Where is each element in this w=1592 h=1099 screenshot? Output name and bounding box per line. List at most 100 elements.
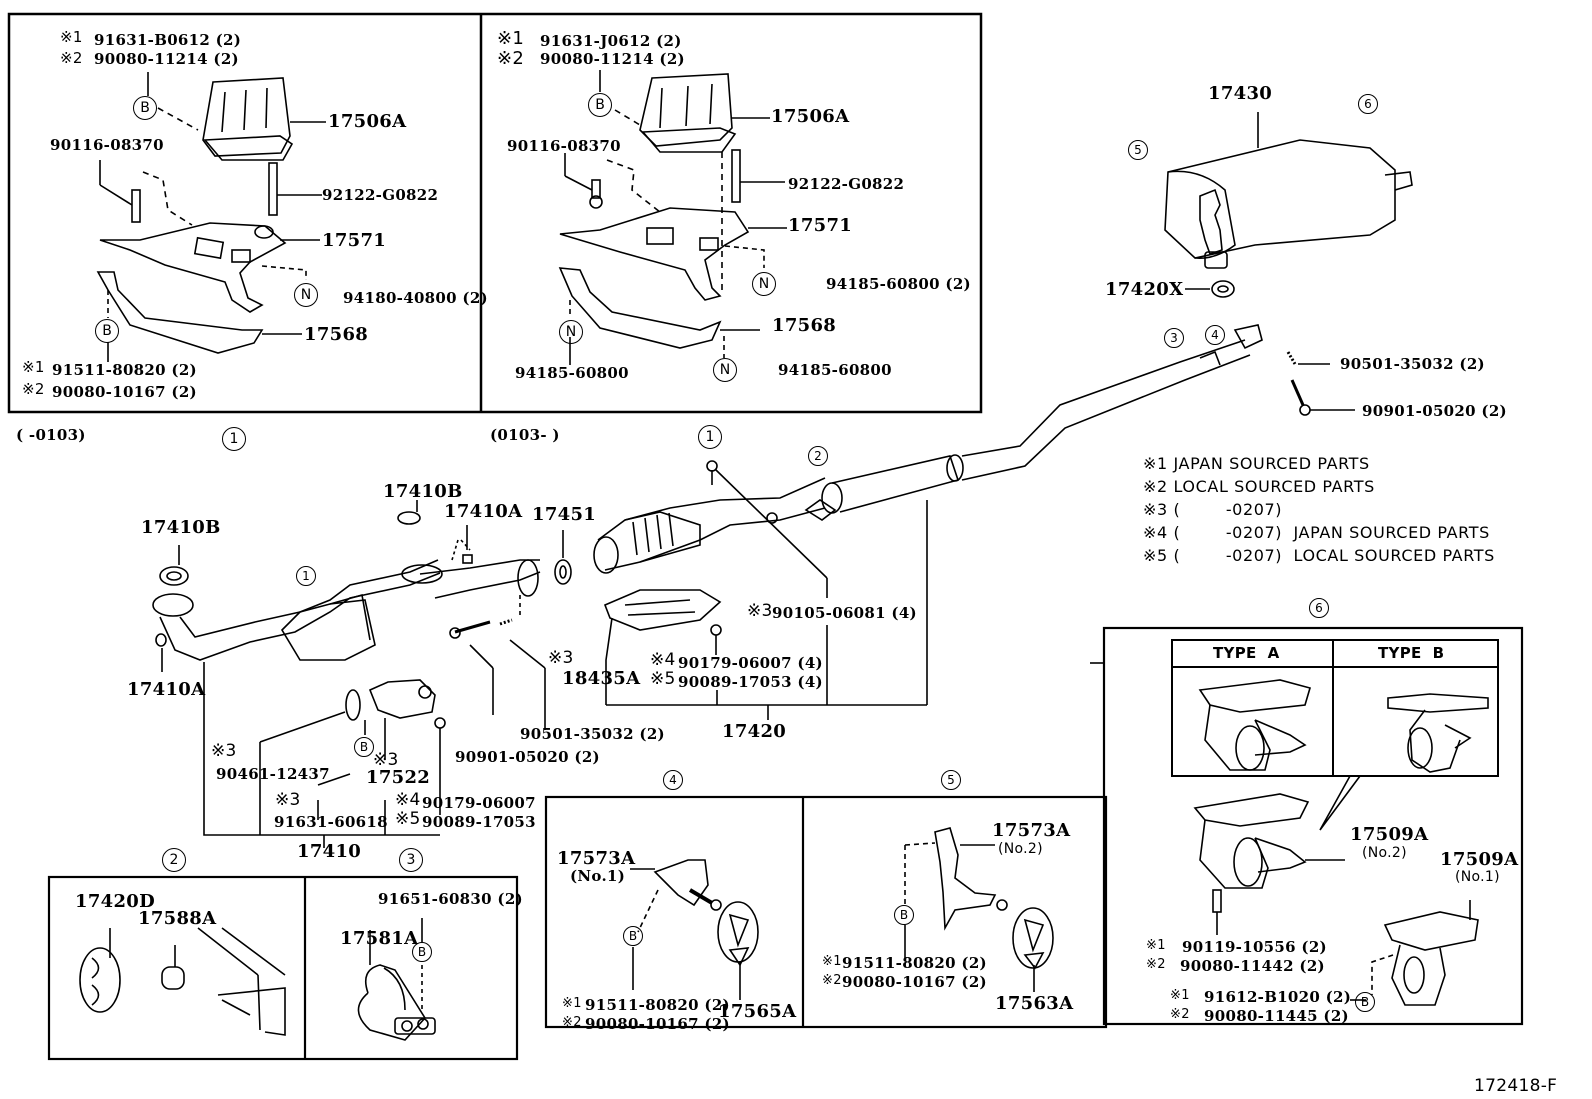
ref-mark-b: B [894, 905, 914, 925]
ref-mark-b: B [588, 93, 612, 117]
note-mark: ※3 [747, 601, 773, 621]
part-number-label[interactable]: 94185-60800 [515, 364, 629, 382]
part-number-label[interactable]: 90080-10167 (2) [842, 973, 987, 991]
part-number-label[interactable]: 90089-17053 [422, 813, 536, 831]
part-number-label[interactable]: 90080-11214 (2) [94, 50, 239, 68]
callout-1: 1 [222, 427, 246, 451]
part-sub-label: (No.2) [998, 841, 1043, 857]
part-number-label[interactable]: 92122-G0822 [322, 186, 439, 204]
part-number-label[interactable]: 90461-12437 [216, 765, 330, 783]
callout-4: 4 [663, 770, 683, 790]
front-exhaust-pipe [152, 500, 572, 672]
part-sub-label: (No.1) [570, 867, 626, 885]
type-a-header: TYPE A [1213, 644, 1280, 662]
part-number-label[interactable]: 17571 [322, 230, 387, 251]
part-number-label[interactable]: 17573A [557, 848, 636, 869]
part-number-label[interactable]: 90116-08370 [50, 136, 164, 154]
note-mark: ※2 [497, 48, 525, 69]
part-number-label[interactable]: 17565A [718, 1001, 797, 1022]
part-number-label[interactable]: 90080-11214 (2) [540, 50, 685, 68]
part-number-label[interactable]: 90080-11442 (2) [1180, 957, 1325, 975]
part-number-label[interactable]: 17420X [1105, 279, 1184, 300]
callout-6: 6 [1309, 598, 1329, 618]
part-number-label[interactable]: 17410B [383, 481, 463, 502]
date-range-left: ( -0103) [16, 426, 86, 444]
part-number-label[interactable]: 90501-35032 (2) [1340, 355, 1485, 373]
part-number-label[interactable]: 17506A [771, 106, 850, 127]
part-number-label[interactable]: 94180-40800 (2) [343, 289, 488, 307]
part-number-label[interactable]: 91612-B1020 (2) [1204, 988, 1352, 1006]
ref-mark-n: N [713, 358, 737, 382]
type-table [1171, 639, 1499, 777]
bracket-right [559, 152, 787, 301]
callout-1: 1 [698, 425, 722, 449]
part-number-label[interactable]: 17410 [297, 841, 362, 862]
part-number-label[interactable]: 17509A [1440, 849, 1519, 870]
heat-insulator-right [599, 70, 770, 153]
type-b-header: TYPE B [1378, 644, 1445, 662]
mount-17509A-no2 [1193, 793, 1345, 935]
note-1: ※1 JAPAN SOURCED PARTS [1143, 454, 1370, 473]
part-number-label[interactable]: 17410B [141, 517, 221, 538]
note-mark: ※2 [1146, 957, 1166, 972]
part-number-label[interactable]: 17410A [444, 501, 523, 522]
part-number-label[interactable]: 17506A [328, 111, 407, 132]
note-mark: ※2 [562, 1015, 582, 1030]
part-number-label[interactable]: 17509A [1350, 824, 1429, 845]
note-5: ※5 ( -0207) LOCAL SOURCED PARTS [1143, 546, 1495, 565]
part-number-label[interactable]: 90179-06007 [422, 794, 536, 812]
part-number-label[interactable]: 91511-80820 (2) [842, 954, 987, 972]
front-pipe-fasteners [203, 595, 546, 848]
part-number-label[interactable]: 17563A [995, 993, 1074, 1014]
bracket-17573A-no1 [630, 859, 759, 1000]
part-number-label[interactable]: 17581A [340, 928, 419, 949]
part-number-label[interactable]: 91651-60830 (2) [378, 890, 523, 908]
part-number-label[interactable]: 17573A [992, 820, 1071, 841]
part-number-label[interactable]: 90105-06081 (4) [772, 604, 917, 622]
part-number-label[interactable]: 90080-10167 (2) [585, 1015, 730, 1033]
part-number-label[interactable]: 90119-10556 (2) [1182, 938, 1327, 956]
part-number-label[interactable]: 17410A [127, 679, 206, 700]
part-number-label[interactable]: 92122-G0822 [788, 175, 905, 193]
part-number-label[interactable]: 17430 [1208, 83, 1273, 104]
part-number-label[interactable]: 17588A [138, 908, 217, 929]
part-number-label[interactable]: 90080-11445 (2) [1204, 1007, 1349, 1025]
callout-2: 2 [162, 848, 186, 872]
part-number-label[interactable]: 91511-80820 (2) [52, 361, 197, 379]
part-number-label[interactable]: 90080-10167 (2) [52, 383, 197, 401]
note-mark: ※2 [1170, 1007, 1190, 1022]
part-number-label[interactable]: 90179-06007 (4) [678, 654, 823, 672]
part-number-label[interactable]: 90116-08370 [507, 137, 621, 155]
part-number-label[interactable]: 17451 [532, 504, 597, 525]
part-number-label[interactable]: 17522 [366, 767, 431, 788]
part-number-label[interactable]: 91631-J0612 (2) [540, 32, 682, 50]
part-number-label[interactable]: 17568 [304, 324, 369, 345]
part-number-label[interactable]: 17568 [772, 315, 837, 336]
part-number-label[interactable]: 90901-05020 (2) [1362, 402, 1507, 420]
part-number-label[interactable]: 17420 [722, 721, 787, 742]
part-sub-label: (No.2) [1362, 845, 1407, 861]
ref-mark-b: B [354, 737, 374, 757]
part-number-label[interactable]: 90901-05020 (2) [455, 748, 600, 766]
part-number-label[interactable]: 94185-60800 [778, 361, 892, 379]
ref-mark-b: B [412, 942, 432, 962]
part-number-label[interactable]: 17571 [788, 215, 853, 236]
note-mark: ※3 [548, 648, 574, 668]
callout-5: 5 [941, 770, 961, 790]
part-number-label[interactable]: 18435A [562, 668, 641, 689]
note-mark: ※5 [395, 809, 421, 829]
part-number-label[interactable]: 90501-35032 (2) [520, 725, 665, 743]
callout-4: 4 [1205, 325, 1225, 345]
part-number-label[interactable]: 91631-B0612 (2) [94, 31, 242, 49]
part-number-label[interactable]: 91631-60618 [274, 813, 388, 831]
part-number-label[interactable]: 91511-80820 (2) [585, 996, 730, 1014]
part-number-label[interactable]: 94185-60800 (2) [826, 275, 971, 293]
part-number-label[interactable]: 90089-17053 (4) [678, 673, 823, 691]
detail-2-3-frame [47, 875, 519, 1061]
note-mark: ※5 [650, 669, 676, 689]
note-mark: ※3 [373, 750, 399, 770]
part-number-label[interactable]: 17420D [75, 891, 156, 912]
inset-frame [7, 12, 983, 414]
ref-mark-b: B [95, 319, 119, 343]
